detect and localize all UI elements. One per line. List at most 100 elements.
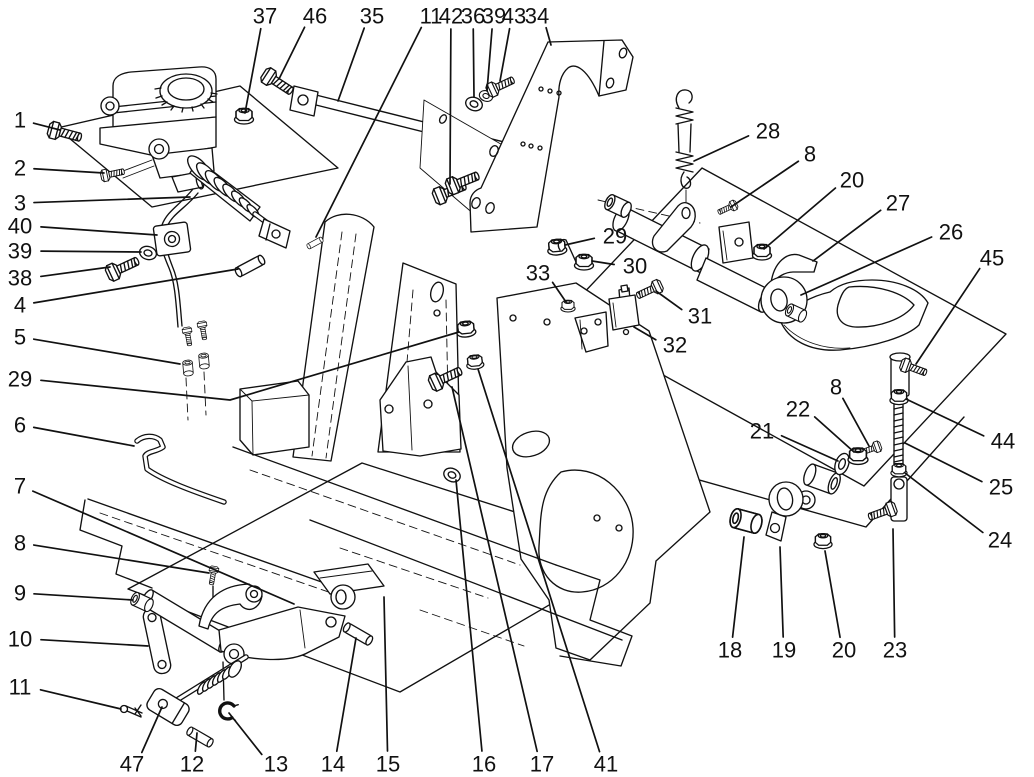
fitting-5 — [182, 359, 194, 377]
callout-23: 23 — [883, 528, 907, 663]
leader-line-16 — [455, 479, 483, 752]
safety-switch — [574, 284, 640, 353]
callout-39: 39 — [8, 239, 142, 264]
cotter-pin-33 — [557, 238, 577, 263]
callout-41: 41 — [477, 368, 618, 777]
leader-line-10 — [40, 638, 149, 647]
leader-line-29 — [40, 331, 460, 401]
bushing-18 — [727, 506, 765, 536]
washer-39 — [137, 243, 159, 263]
part-number-20: 20 — [832, 638, 856, 663]
part-number-8: 8 — [14, 531, 26, 556]
part-number-29: 29 — [8, 367, 32, 392]
leader-line-32 — [633, 326, 657, 341]
callout-26: 26 — [800, 220, 963, 296]
callout-13: 13 — [228, 712, 288, 777]
part-number-13: 13 — [264, 752, 288, 777]
leader-line-19 — [779, 546, 785, 638]
nut-37 — [233, 107, 255, 125]
leader-line-23 — [892, 528, 896, 638]
return-spring — [675, 89, 694, 203]
leader-line-17 — [451, 386, 538, 753]
support-bracket-34 — [469, 39, 634, 233]
part-number-29: 29 — [603, 224, 627, 249]
nut-29 — [546, 237, 568, 257]
leader-line-37 — [244, 27, 262, 114]
part-number-45: 45 — [980, 246, 1004, 271]
callout-22: 22 — [786, 397, 855, 453]
clevis — [146, 687, 190, 727]
leader-line-12 — [194, 732, 198, 753]
washer-16 — [440, 464, 464, 486]
leader-line-27 — [812, 209, 882, 262]
callout-10: 10 — [8, 627, 149, 652]
pin-12 — [184, 725, 216, 749]
part-number-32: 32 — [663, 333, 687, 358]
callout-17: 17 — [451, 386, 554, 777]
leader-line-18 — [731, 536, 745, 638]
part-number-30: 30 — [623, 254, 647, 279]
hardware — [45, 65, 909, 749]
callout-20: 20 — [824, 550, 856, 663]
lever-arm — [765, 481, 816, 542]
leader-line-39 — [40, 250, 142, 253]
ball-joint — [889, 352, 930, 397]
callout-30: 30 — [591, 254, 647, 279]
callout-34: 34 — [525, 4, 552, 46]
callout-35: 35 — [337, 4, 384, 102]
leader-line-7 — [32, 490, 295, 605]
part-number-21: 21 — [750, 419, 774, 444]
leader-line-11 — [315, 26, 423, 238]
brake-pedal — [760, 253, 929, 351]
nut-20 — [813, 533, 833, 550]
callout-29: 29 — [564, 224, 627, 249]
part-number-24: 24 — [988, 528, 1012, 553]
bolt-1 — [45, 119, 85, 147]
leader-line-2 — [33, 167, 105, 174]
leader-line-5 — [32, 338, 181, 365]
part-number-11: 11 — [420, 4, 443, 29]
part-number-3: 3 — [14, 191, 26, 216]
support-strap — [292, 213, 375, 462]
nut-24 — [890, 462, 908, 478]
callout-27: 27 — [812, 191, 910, 262]
nut-44 — [889, 389, 909, 406]
part-number-41: 41 — [594, 752, 618, 777]
small-pedal — [313, 563, 385, 610]
bolt-46 — [258, 65, 298, 100]
part-number-37: 37 — [253, 4, 277, 29]
part-number-46: 46 — [303, 4, 327, 29]
callout-33: 33 — [526, 261, 567, 303]
part-number-5: 5 — [14, 325, 26, 350]
callout-38: 38 — [8, 266, 111, 291]
frame-box — [239, 380, 310, 456]
callout-5: 5 — [14, 325, 181, 365]
part-number-9: 9 — [14, 581, 26, 606]
part-number-15: 15 — [376, 752, 400, 777]
leader-line-1 — [32, 122, 61, 131]
leader-line-21 — [780, 434, 839, 462]
part-number-34: 34 — [525, 4, 549, 29]
part-number-35: 35 — [360, 4, 384, 29]
boot-bellows — [187, 155, 261, 222]
callout-20: 20 — [763, 168, 864, 250]
part-number-4: 4 — [14, 293, 26, 318]
thrust-washer — [834, 452, 850, 476]
fitting-2 — [99, 165, 126, 183]
callout-45: 45 — [915, 246, 1004, 365]
nut-29 — [455, 319, 477, 339]
callout-18: 18 — [718, 536, 745, 663]
part-number-8: 8 — [804, 142, 816, 167]
part-number-42: 42 — [439, 4, 463, 29]
rod-and-bracket-group — [289, 39, 634, 233]
pedal-pad — [779, 279, 929, 351]
leader-line-6 — [32, 426, 135, 447]
rod-end — [865, 476, 908, 525]
callout-24: 24 — [904, 472, 1012, 553]
callout-29: 29 — [8, 331, 460, 401]
master-cylinder-assembly — [99, 66, 291, 421]
right-linkage — [727, 352, 930, 542]
callout-4: 4 — [14, 268, 239, 318]
callout-46: 46 — [278, 4, 327, 80]
part-number-27: 27 — [886, 191, 910, 216]
